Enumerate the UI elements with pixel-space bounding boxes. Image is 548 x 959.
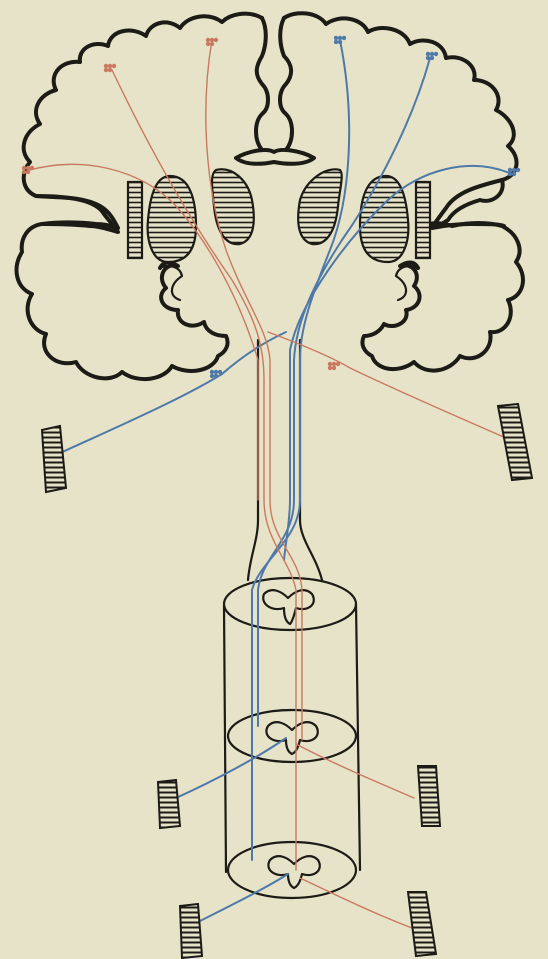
cell-cluster-dot	[336, 362, 340, 366]
cell-cluster-dot	[104, 64, 108, 68]
right-claustrum	[416, 182, 430, 258]
motor-fiber-2	[258, 58, 430, 726]
cell-cluster-dot	[516, 168, 520, 172]
sensory-branch-right-upper	[268, 332, 506, 438]
cell-cluster-dot	[512, 168, 516, 172]
brain-cross-section	[17, 13, 523, 379]
cell-cluster-dot	[426, 56, 430, 60]
left-caudate-nucleus	[212, 169, 254, 244]
cell-cluster-dot	[210, 42, 214, 46]
gray-matter-middle	[266, 722, 317, 754]
left-claustrum	[128, 182, 142, 258]
cell-cluster-dot	[334, 36, 338, 40]
cell-cluster-dot	[22, 170, 26, 174]
cell-cluster-dot	[108, 68, 112, 72]
sensory-branch-right-lower	[300, 878, 412, 928]
cell-cluster-dot	[332, 366, 336, 370]
striated-muscle-icon	[180, 904, 202, 958]
cell-cluster-dot	[214, 370, 218, 374]
cell-cluster-dot	[430, 52, 434, 56]
cell-cluster-dot	[430, 56, 434, 60]
striated-muscle-icon	[418, 766, 440, 826]
striated-muscle-icon	[42, 426, 66, 492]
cell-cluster-dot	[342, 36, 346, 40]
cell-cluster-dot	[206, 42, 210, 46]
cell-cluster-dot	[22, 166, 26, 170]
striated-muscle-icon	[498, 404, 532, 480]
cell-cluster-dot	[206, 38, 210, 42]
cell-cluster-dot	[210, 374, 214, 378]
cell-cluster-dot	[334, 40, 338, 44]
cell-cluster-dot	[108, 64, 112, 68]
cell-cluster-dot	[214, 374, 218, 378]
motor-branch-left-upper	[58, 332, 286, 454]
cell-cluster-dot	[104, 68, 108, 72]
cord-section-bottom	[228, 842, 356, 898]
cell-cluster-dot	[512, 172, 516, 176]
striated-muscle-icon	[408, 892, 436, 956]
left-sylvian-fissure	[36, 196, 118, 232]
striated-muscle-icon	[158, 780, 180, 828]
cell-cluster-dot	[338, 36, 342, 40]
cell-cluster-dot	[508, 172, 512, 176]
cell-cluster-dot	[210, 370, 214, 374]
spinal-cord	[224, 340, 360, 898]
cell-cluster-dot	[112, 64, 116, 68]
cord-section-top	[224, 578, 356, 630]
cell-cluster-dot	[508, 168, 512, 172]
cell-cluster-dot	[338, 40, 342, 44]
cell-cluster-dot	[426, 52, 430, 56]
cell-cluster-dot	[332, 362, 336, 366]
brainstem-left-border	[248, 340, 258, 580]
cell-cluster-dot	[328, 362, 332, 366]
cell-cluster-dot	[26, 170, 30, 174]
cell-cluster-dot	[214, 38, 218, 42]
cell-cluster-dot	[218, 370, 222, 374]
gray-matter-top	[263, 590, 314, 624]
cord-left-side	[224, 606, 226, 872]
motor-branch-left-lower	[190, 874, 288, 926]
corpus-callosum	[236, 150, 314, 164]
cell-cluster-dot	[30, 166, 34, 170]
brainstem-right-border	[300, 340, 322, 580]
right-hemisphere-medial-border	[280, 18, 292, 150]
cell-cluster-dot	[434, 52, 438, 56]
motor-pathways	[58, 40, 512, 926]
cell-cluster-dot	[328, 366, 332, 370]
sensory-branch-right-middle	[296, 744, 414, 798]
left-hemisphere-medial-border	[256, 18, 268, 150]
motor-branch-left-middle	[176, 738, 286, 798]
cell-cluster-dot	[210, 38, 214, 42]
cell-cluster-dot	[26, 166, 30, 170]
